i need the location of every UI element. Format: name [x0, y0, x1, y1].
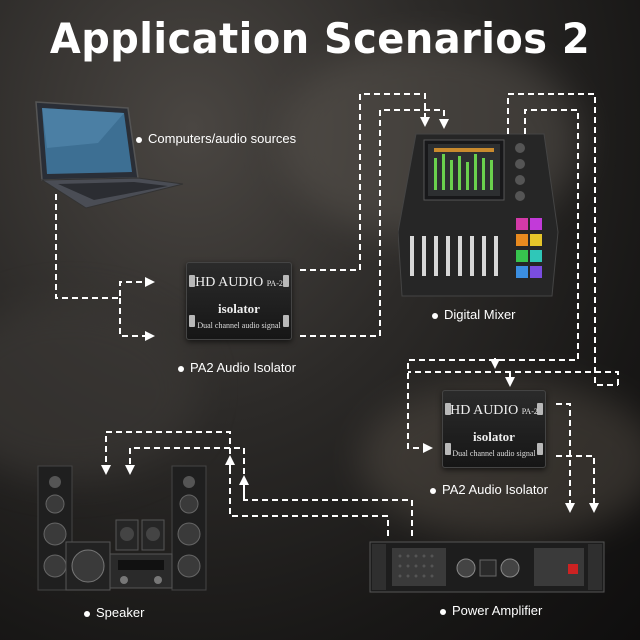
device-subtitle: Dual channel audio signal: [452, 449, 536, 458]
label-isolator-1: PA2 Audio Isolator: [178, 360, 296, 375]
input-jack: [445, 443, 451, 455]
wire-laptop-to-isolator-2: [119, 298, 155, 341]
output-jack: [537, 443, 543, 455]
input-jack: [445, 403, 451, 415]
bullet-icon: [136, 136, 142, 143]
wire-isolator-to-amp-2: [556, 455, 599, 513]
wire-amp-to-speaker-1: [101, 431, 389, 536]
bullet-icon: [178, 365, 184, 372]
output-jack: [283, 315, 289, 327]
wire-mixer-to-isolator-2: [407, 109, 579, 453]
device-brand: HD AUDIO PA-2: [450, 403, 538, 418]
bullet-icon: [440, 608, 446, 615]
device-name: isolator: [218, 301, 260, 316]
device-subtitle: Dual channel audio signal: [197, 321, 281, 330]
wire-amp-to-speaker-2: [125, 447, 413, 536]
bullet-icon: [430, 487, 436, 494]
input-jack: [189, 315, 195, 327]
label-computers: Computers/audio sources: [136, 131, 296, 146]
isolator-device-2: HD AUDIO PA-2 isolator Dual channel audi…: [442, 390, 546, 468]
page-title: Application Scenarios 2: [49, 14, 591, 63]
label-amplifier: Power Amplifier: [440, 603, 542, 618]
wire-isolator-to-mixer-2: [300, 109, 449, 337]
input-jack: [189, 275, 195, 287]
digital-mixer-image: [398, 133, 559, 297]
bullet-icon: [432, 312, 438, 319]
laptop-icon: [35, 101, 184, 209]
speaker-system-image: [37, 465, 207, 591]
isolator-device-1: HD AUDIO PA-2 isolator Dual channel audi…: [186, 262, 292, 340]
wire-mixer-to-isolator-3: [408, 371, 619, 385]
label-isolator-2: PA2 Audio Isolator: [430, 482, 548, 497]
wire-mixer-to-isolator-1: [507, 93, 618, 386]
wire-laptop-to-isolator-1: [55, 194, 155, 299]
device-brand: HD AUDIO PA-2: [195, 275, 283, 290]
label-speaker: Speaker: [84, 605, 144, 620]
device-name: isolator: [473, 429, 515, 444]
output-jack: [537, 403, 543, 415]
label-mixer: Digital Mixer: [432, 307, 516, 322]
background-blur: [0, 300, 200, 480]
wire-isolator-to-mixer-1: [300, 93, 430, 271]
wire-isolator-to-amp-1: [556, 403, 575, 513]
output-jack: [283, 275, 289, 287]
bullet-icon: [84, 610, 90, 617]
power-amplifier-image: [369, 541, 605, 593]
